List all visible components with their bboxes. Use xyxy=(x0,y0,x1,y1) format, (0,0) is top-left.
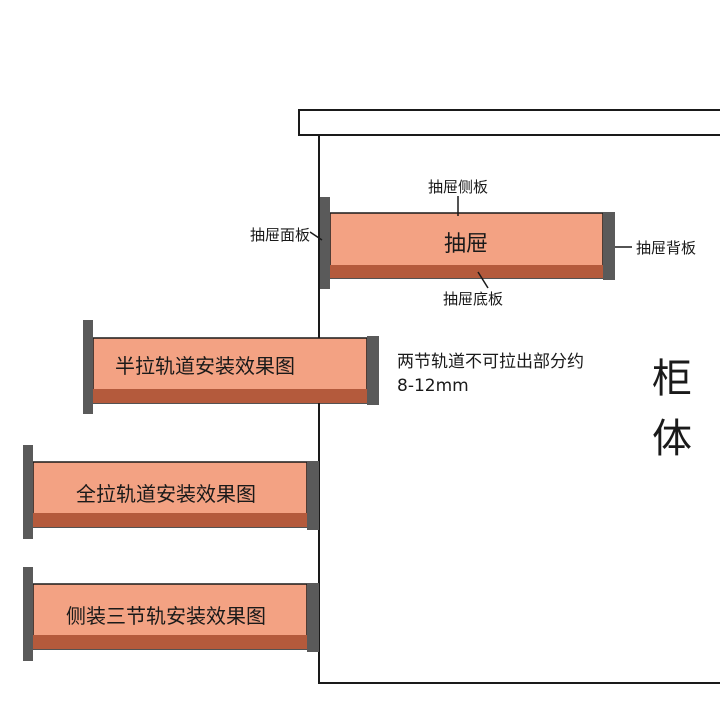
drawer-side-mount-three-section: 侧装三节轨安装效果图 xyxy=(23,567,319,661)
cabinet-label-char-2: 体 xyxy=(652,416,692,462)
front-panel-label: 抽屉面板 xyxy=(250,226,310,244)
drawer-label: 全拉轨道安装效果图 xyxy=(76,482,256,506)
drawer-back-panel xyxy=(307,583,319,652)
drawer-front-panel xyxy=(83,320,93,414)
cabinet-top-board xyxy=(298,109,720,136)
drawer-label: 侧装三节轨安装效果图 xyxy=(66,604,266,628)
drawer-back-panel xyxy=(367,336,379,405)
top-drawer-front-panel xyxy=(320,197,330,289)
drawer-half-extension: 半拉轨道安装效果图 xyxy=(83,320,379,414)
drawer-front-panel xyxy=(23,567,33,661)
top-drawer-title: 抽屉 xyxy=(444,232,488,257)
note-line-1: 两节轨道不可拉出部分约 xyxy=(397,352,584,372)
cabinet-label-char-1: 柜 xyxy=(652,356,692,402)
drawer-bottom-panel xyxy=(33,513,307,527)
drawer-bottom-panel xyxy=(33,635,307,649)
top-drawer-back-panel xyxy=(603,212,615,280)
top-drawer-bottom-panel xyxy=(330,265,603,278)
bottom-panel-leader xyxy=(477,271,489,289)
back-panel-label: 抽屉背板 xyxy=(636,239,696,257)
drawer-bottom-panel xyxy=(93,389,367,403)
drawer-back-panel xyxy=(307,461,319,530)
note-line-2: 8-12mm xyxy=(397,376,469,396)
drawer-front-panel xyxy=(23,445,33,539)
side-panel-label: 抽屉侧板 xyxy=(428,178,488,196)
drawer-label: 半拉轨道安装效果图 xyxy=(115,354,295,378)
drawer-full-extension: 全拉轨道安装效果图 xyxy=(23,445,319,539)
top-drawer: 抽屉 抽屉侧板 抽屉面板 抽屉背板 抽屉底板 xyxy=(250,178,696,308)
bottom-panel-label: 抽屉底板 xyxy=(443,290,503,308)
front-panel-leader xyxy=(309,231,323,241)
